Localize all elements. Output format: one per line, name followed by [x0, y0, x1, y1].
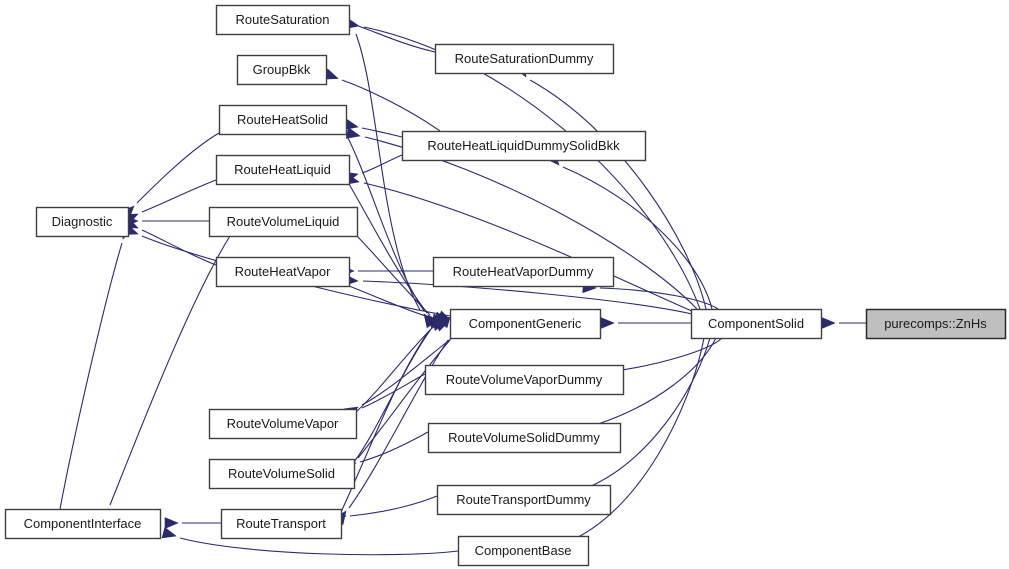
node-box[interactable] [690, 308, 823, 340]
node-routevolumesolid[interactable]: RouteVolumeSolid [208, 458, 356, 490]
node-routesaturationdummy[interactable]: RouteSaturationDummy [434, 43, 615, 75]
node-purecomps-znhs[interactable]: purecomps::ZnHs [865, 308, 1007, 340]
node-box[interactable] [865, 308, 1007, 340]
node-label: ComponentSolid [708, 316, 804, 331]
node-label: RouteVolumeSolidDummy [448, 430, 600, 445]
node-label: RouteSaturation [236, 12, 330, 27]
node-routesaturation[interactable]: RouteSaturation [215, 4, 351, 36]
edge-ComponentBase-to-ComponentInterface [161, 526, 459, 556]
edge-ComponentGeneric-to-RouteVolumeSolid [341, 339, 451, 475]
node-label: RouteSaturationDummy [455, 51, 594, 66]
nodes-layer: RouteSaturationRouteSaturationDummyGroup… [4, 4, 1007, 567]
node-box[interactable] [208, 408, 358, 440]
node-label: RouteVolumeLiquid [227, 214, 340, 229]
node-componentbase[interactable]: ComponentBase [457, 535, 590, 567]
node-routeheatliquid[interactable]: RouteHeatLiquid [215, 154, 351, 186]
node-box[interactable] [424, 364, 625, 396]
edge-RouteVolumeLiquid-to-Diagnostic [124, 215, 209, 227]
node-box[interactable] [436, 484, 612, 516]
node-routeheatsolid[interactable]: RouteHeatSolid [218, 104, 348, 136]
node-componentsolid[interactable]: ComponentSolid [690, 308, 823, 340]
node-routetransportdummy[interactable]: RouteTransportDummy [436, 484, 612, 516]
node-box[interactable] [208, 206, 359, 238]
node-routetransport[interactable]: RouteTransport [220, 508, 343, 540]
node-box[interactable] [35, 206, 130, 238]
edge-purecomps::ZnHs-to-ComponentSolid [821, 317, 866, 329]
node-label: ComponentBase [475, 543, 572, 558]
node-box[interactable] [434, 43, 615, 75]
edge-ComponentSolid-to-RouteTransportDummy [570, 337, 711, 501]
edge-ComponentSolid-to-ComponentGeneric [600, 317, 691, 329]
node-box[interactable] [215, 256, 351, 288]
node-label: RouteHeatVaporDummy [453, 264, 594, 279]
node-label: RouteVolumeVaporDummy [446, 372, 603, 387]
node-box[interactable] [208, 458, 356, 490]
node-box[interactable] [401, 130, 647, 162]
node-label: RouteHeatLiquid [234, 162, 331, 177]
node-box[interactable] [4, 508, 162, 540]
edge-ComponentInterface-to-Diagnostic [59, 224, 133, 510]
node-label: ComponentInterface [24, 516, 142, 531]
node-routeheatvapordummy[interactable]: RouteHeatVaporDummy [432, 256, 615, 288]
node-box[interactable] [457, 535, 590, 567]
node-label: RouteHeatSolid [237, 112, 328, 127]
node-box[interactable] [218, 104, 348, 136]
edge-RouteHeatVaporDummy-to-RouteHeatVapor [340, 265, 433, 277]
edge-RouteHeatSolid-to-Diagnostic [120, 132, 220, 220]
node-label: RouteVolumeVapor [227, 416, 339, 431]
node-label: RouteVolumeSolid [228, 466, 335, 481]
node-label: RouteTransportDummy [456, 492, 591, 507]
node-routevolumevapordummy[interactable]: RouteVolumeVaporDummy [424, 364, 625, 396]
node-label: GroupBkk [253, 62, 311, 77]
node-componentgeneric[interactable]: ComponentGeneric [449, 308, 602, 340]
node-box[interactable] [215, 4, 351, 36]
node-routevolumeliquid[interactable]: RouteVolumeLiquid [208, 206, 359, 238]
edge-RouteTransport-to-ComponentInterface [164, 517, 221, 529]
node-box[interactable] [236, 54, 328, 86]
node-box[interactable] [449, 308, 602, 340]
node-label: RouteHeatVapor [235, 264, 332, 279]
node-label: RouteHeatLiquidDummySolidBkk [427, 138, 620, 153]
node-box[interactable] [215, 154, 351, 186]
node-label: RouteTransport [236, 516, 326, 531]
node-label: purecomps::ZnHs [884, 316, 987, 331]
node-routevolumesoliddummy[interactable]: RouteVolumeSolidDummy [427, 422, 622, 454]
node-box[interactable] [432, 256, 615, 288]
node-routeheatvapor[interactable]: RouteHeatVapor [215, 256, 351, 288]
node-componentinterface[interactable]: ComponentInterface [4, 508, 162, 540]
node-label: ComponentGeneric [469, 316, 582, 331]
node-groupbkk[interactable]: GroupBkk [236, 54, 328, 86]
node-label: Diagnostic [52, 214, 113, 229]
node-box[interactable] [220, 508, 343, 540]
node-box[interactable] [427, 422, 622, 454]
node-routeheatliquiddummysolidbkk[interactable]: RouteHeatLiquidDummySolidBkk [401, 130, 647, 162]
edge-RouteHeatVapor-to-Diagnostic [123, 217, 217, 266]
edge-RouteHeatLiquidDummySolidBkk-to-GroupBkk [323, 68, 441, 132]
edge-RouteTransportDummy-to-RouteTransport [332, 495, 438, 524]
node-diagnostic[interactable]: Diagnostic [35, 206, 130, 238]
node-routevolumevapor[interactable]: RouteVolumeVapor [208, 408, 358, 440]
